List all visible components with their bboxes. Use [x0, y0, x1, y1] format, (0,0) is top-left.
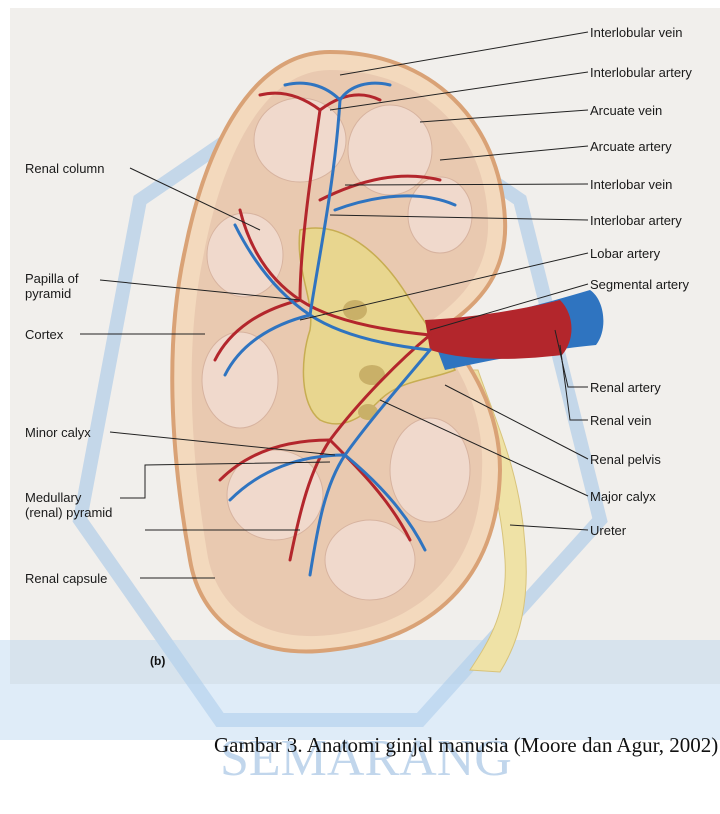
- pyramid: [408, 177, 472, 253]
- label-minor-calyx: Minor calyx: [25, 425, 91, 440]
- pyramid: [325, 520, 415, 600]
- label-arcuate-artery: Arcuate artery: [590, 139, 672, 154]
- label-arcuate-vein: Arcuate vein: [590, 103, 662, 118]
- leader-line: [560, 345, 588, 420]
- pyramid: [348, 105, 432, 195]
- label-renal-column: Renal column: [25, 161, 105, 176]
- label-ureter: Ureter: [590, 523, 626, 538]
- label-major-calyx: Major calyx: [590, 489, 656, 504]
- label-lobar-artery: Lobar artery: [590, 246, 660, 261]
- label-renal-pelvis: Renal pelvis: [590, 452, 661, 467]
- label-medullary-pyramid: Medullary (renal) pyramid: [25, 490, 112, 520]
- pyramid: [390, 418, 470, 522]
- label-cortex: Cortex: [25, 327, 63, 342]
- label-interlobular-vein: Interlobular vein: [590, 25, 683, 40]
- label-interlobar-artery: Interlobar artery: [590, 213, 682, 228]
- label-renal-vein: Renal vein: [590, 413, 651, 428]
- calyx: [343, 300, 367, 320]
- label-interlobular-artery: Interlobular artery: [590, 65, 692, 80]
- leader-line: [340, 32, 588, 75]
- panel-letter: (b): [150, 654, 165, 668]
- label-renal-artery: Renal artery: [590, 380, 661, 395]
- pyramid: [202, 332, 278, 428]
- label-papilla-of-pyramid: Papilla of pyramid: [25, 271, 78, 301]
- label-interlobar-vein: Interlobar vein: [590, 177, 672, 192]
- label-renal-capsule: Renal capsule: [25, 571, 107, 586]
- figure-caption: Gambar 3. Anatomi ginjal manusia (Moore …: [214, 733, 720, 758]
- label-segmental-artery: Segmental artery: [590, 277, 689, 292]
